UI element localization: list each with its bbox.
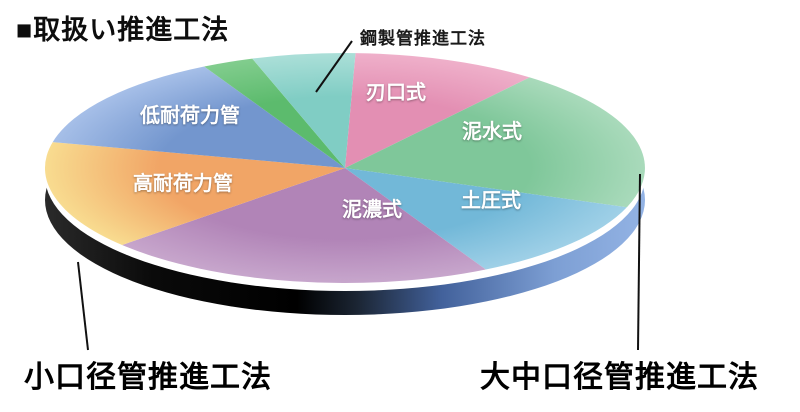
pie-slice-deisui	[345, 77, 645, 208]
pie-slice-kouseikan	[252, 53, 356, 168]
pie-slice-haguchi	[345, 53, 530, 168]
slice-label-haguchi: 刃口式	[366, 81, 426, 104]
slice-label-deisui: 泥水式	[462, 120, 522, 143]
slice-label-kou-taikaryoku: 高耐荷力管	[133, 171, 233, 195]
callout-large-medium-diameter-method: 大中口径管推進工法	[480, 361, 759, 394]
callout-small-diameter-method: 小口径管推進工法	[24, 361, 272, 394]
leader-line-small-diameter	[77, 261, 89, 351]
slice-label-tei-taikaryoku: 低耐荷力管	[139, 103, 240, 127]
pie-slice-green-sliver	[204, 58, 345, 168]
slice-label-doatsu: 土圧式	[461, 189, 521, 212]
callout-steel-pipe-method: 鋼製管推進工法	[360, 29, 486, 48]
page-title: ■取扱い推進工法	[16, 15, 230, 45]
pie-slice-tei-taikaryoku	[52, 66, 345, 168]
pie-slice-kou-taikaryoku	[44, 142, 346, 245]
leader-line-large-medium-diameter	[637, 173, 641, 351]
leader-line-steel-pipe	[315, 40, 353, 93]
pie-slice-doatsu	[345, 168, 627, 270]
slice-label-deinou: 泥濃式	[342, 198, 402, 221]
pie-slice-deinou	[122, 168, 486, 283]
